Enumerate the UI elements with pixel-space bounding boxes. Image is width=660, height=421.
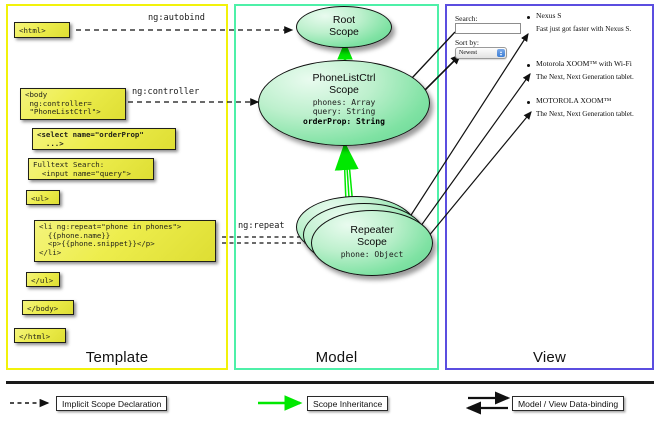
sort-by-selected-value: Newest (459, 50, 477, 56)
phone-name: Motorola XOOM™ with Wi-Fi (536, 59, 632, 68)
phone-name: Nexus S (536, 11, 562, 20)
label-ng-repeat: ng:repeat (238, 221, 285, 231)
phone-list-item: Motorola XOOM™ with Wi-Fi The Next, Next… (536, 59, 654, 82)
prop-phone: phone: Object (340, 250, 404, 259)
sort-by-label: Sort by: (455, 38, 479, 47)
legend-implicit-scope-declaration: Implicit Scope Declaration (56, 396, 168, 411)
code-box-ul-close: </ul> (26, 272, 60, 287)
scope-phonelistctrl-props: phones: Array query: String orderProp: S… (259, 98, 429, 126)
legend-divider (6, 381, 654, 384)
chevron-updown-icon (497, 49, 505, 57)
phone-snippet: The Next, Next Generation tablet. (536, 110, 634, 118)
code-box-body-close: </body> (22, 300, 74, 315)
list-bullet (527, 64, 530, 67)
code-box-ul-open: <ul> (26, 190, 60, 205)
list-bullet (527, 101, 530, 104)
code-box-select-orderprop: <select name="orderProp" ...> (32, 128, 176, 150)
code-box-html-close: </html> (14, 328, 66, 343)
code-box-html-open: <html> (14, 22, 70, 38)
phone-list-item: Nexus S Fast just got faster with Nexus … (536, 11, 654, 34)
list-bullet (527, 16, 530, 19)
phone-snippet: Fast just got faster with Nexus S. (536, 25, 632, 33)
code-box-body-controller: <body ng:controller= "PhoneListCtrl"> (20, 88, 126, 120)
search-label: Search: (455, 14, 478, 23)
phone-snippet: The Next, Next Generation tablet. (536, 73, 634, 81)
sort-by-select[interactable]: Newest (455, 47, 507, 59)
panel-view-label: View (532, 349, 567, 366)
phone-list-item: MOTOROLA XOOM™ The Next, Next Generation… (536, 96, 654, 119)
search-input[interactable] (455, 23, 521, 34)
panel-model: Model (234, 4, 439, 370)
prop-query: query: String (312, 107, 376, 117)
legend-model-view-databinding: Model / View Data-binding (512, 396, 625, 411)
prop-phones: phones: Array (312, 98, 376, 107)
scope-repeater-props: phone: Object (312, 250, 432, 259)
panel-model-label: Model (315, 349, 358, 366)
phone-name: MOTOROLA XOOM™ (536, 96, 612, 105)
prop-orderprop: orderProp: String (303, 116, 385, 126)
label-ng-autobind: ng:autobind (148, 13, 205, 23)
panel-template-label: Template (85, 349, 149, 366)
legend-scope-inheritance: Scope Inheritance (307, 396, 389, 411)
panel-template: Template (6, 4, 228, 370)
label-ng-controller: ng:controller (132, 87, 200, 97)
code-box-li-ngrepeat: <li ng:repeat="phone in phones"> {{phone… (34, 220, 216, 262)
code-box-fulltext-search: Fulltext Search: <input name="query"> (28, 158, 154, 180)
